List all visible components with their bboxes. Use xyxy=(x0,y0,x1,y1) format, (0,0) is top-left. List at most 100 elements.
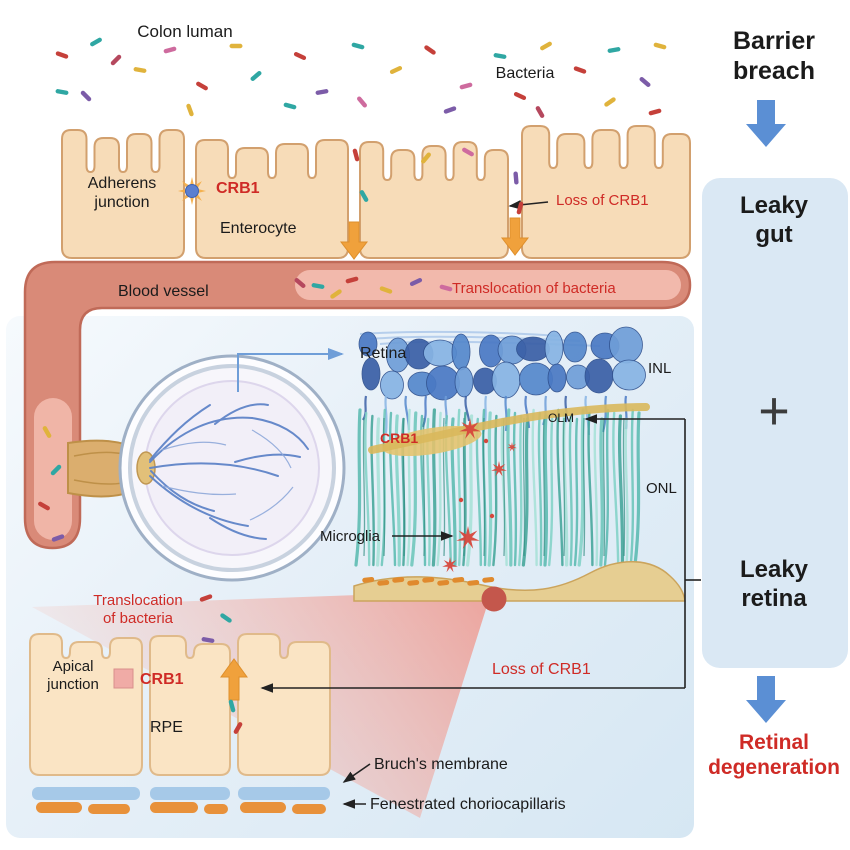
loss-of-crb1-bottom-label: Loss of CRB1 xyxy=(492,661,591,678)
microglia-cell-icon xyxy=(491,461,507,477)
bacterium-icon xyxy=(283,102,297,110)
bacterium-icon xyxy=(55,89,69,95)
bacterium-icon xyxy=(201,637,215,643)
bacterium-icon xyxy=(604,97,616,107)
enterocyte-cells xyxy=(61,125,691,259)
bacterium-icon xyxy=(90,37,102,47)
bacterium-icon xyxy=(293,51,307,61)
bacterium-icon xyxy=(459,82,473,90)
flow-arrow-down-icon xyxy=(746,676,786,723)
bacterium-icon xyxy=(639,77,651,87)
bacterium-icon xyxy=(648,108,662,116)
microglia-cell-icon xyxy=(442,557,458,573)
retina-rpe-mound xyxy=(353,561,686,602)
eye-illustration xyxy=(67,354,346,582)
blood-vessel-lumen-vertical xyxy=(34,398,72,540)
rpe-cells xyxy=(29,633,331,776)
crb1-retina-label: CRB1 xyxy=(380,430,419,446)
bacterium-icon xyxy=(409,277,423,287)
bacteria-entry-arrow-icon xyxy=(500,217,530,256)
bacteria-entry-arrow-up-icon xyxy=(220,658,248,701)
rpe-cell xyxy=(237,633,331,776)
apical-junction-marker-icon xyxy=(113,668,134,689)
rpe-cell xyxy=(29,633,143,776)
bacterium-icon xyxy=(540,41,552,51)
bacteria-label: Bacteria xyxy=(495,65,555,82)
microglia-label: Microglia xyxy=(320,528,381,545)
bacteria-entry-arrow-icon xyxy=(339,221,369,260)
flow-panel xyxy=(702,178,848,668)
inl-label: INL xyxy=(648,360,672,377)
connector-lines xyxy=(260,200,701,809)
bacterium-icon xyxy=(357,96,367,108)
fenestrated-choriocapillaris-label: Fenestrated choriocapillaris xyxy=(370,796,566,813)
bacterium-icon xyxy=(55,51,69,59)
enterocyte-cell xyxy=(521,125,691,259)
magnification-origin-dot xyxy=(481,586,507,612)
adherens-junction-marker xyxy=(178,177,206,205)
bacterium-icon xyxy=(199,594,213,602)
bacterium-icon xyxy=(38,501,50,511)
bacterium-icon xyxy=(359,190,369,202)
microglia-cells xyxy=(442,418,517,573)
bacterium-icon xyxy=(421,152,431,164)
bacterium-icon xyxy=(80,90,92,102)
microglia-cell-icon xyxy=(507,442,517,452)
olm-band-line xyxy=(368,403,650,454)
bacterium-icon xyxy=(535,106,545,118)
leaky-retina-label: Leaky retina xyxy=(739,556,809,612)
bacterium-icon xyxy=(330,289,342,299)
bacterium-icon xyxy=(250,71,262,81)
bacterium-icon xyxy=(352,148,360,162)
crb1-bottom-label: CRB1 xyxy=(140,671,184,688)
bacterium-icon xyxy=(462,147,474,157)
bacterium-icon xyxy=(51,534,65,542)
bacteria-field xyxy=(38,37,667,734)
choriocapillaris-capsules xyxy=(36,802,326,814)
bacterium-icon xyxy=(513,171,519,185)
bacterium-icon xyxy=(351,42,365,50)
rpe-cell xyxy=(149,635,231,776)
bacterium-icon xyxy=(50,464,62,476)
bacterium-icon xyxy=(110,54,122,66)
bruchs-pointer-arrow xyxy=(342,763,371,783)
bacterium-icon xyxy=(42,426,52,438)
translocation-bottom-label: Translocation of bacteria xyxy=(93,592,183,627)
barrier-breach-label: Barrier breach xyxy=(733,27,815,85)
crb1-top-label: CRB1 xyxy=(216,180,260,197)
bacterium-icon xyxy=(315,89,329,95)
retina-rpe-dashes xyxy=(362,576,495,586)
bacterium-icon xyxy=(229,43,243,49)
colon-lumen-label: Colon luman xyxy=(137,22,233,41)
olm-label: OLM xyxy=(548,411,575,425)
enterocyte-cell xyxy=(195,139,349,259)
flow-arrow-down-icon xyxy=(746,100,786,147)
bacterium-icon xyxy=(379,286,393,294)
retinal-degeneration-label: Retinal degeneration xyxy=(708,731,840,780)
loss-of-crb1-top-label: Loss of CRB1 xyxy=(556,192,649,209)
bacterium-icon xyxy=(196,81,208,91)
bacterium-icon xyxy=(133,67,147,73)
onl-label: ONL xyxy=(646,480,677,497)
enterocyte-cell xyxy=(359,141,509,259)
bacterium-icon xyxy=(653,42,667,50)
bacterium-icon xyxy=(220,613,232,623)
apical-junction-label: Apical junction xyxy=(47,658,99,693)
retina-label: Retina xyxy=(360,345,407,362)
bacterium-icon xyxy=(439,284,453,292)
adherens-junction-label: Adherens junction xyxy=(87,175,157,212)
enterocyte-label: Enterocyte xyxy=(220,220,297,237)
microglia-cell-icon xyxy=(459,418,481,439)
bacterium-icon xyxy=(493,53,507,59)
bacterium-icon xyxy=(345,276,359,284)
leaky-gut-label: Leaky gut xyxy=(739,192,809,248)
retina-pointer-line xyxy=(237,348,344,392)
blood-vessel-label: Blood vessel xyxy=(118,283,209,300)
bacterium-icon xyxy=(424,45,436,55)
loss-of-crb1-top-arrow xyxy=(508,200,549,210)
bacterium-icon xyxy=(186,103,194,117)
bacterium-icon xyxy=(163,46,177,54)
bacterium-icon xyxy=(389,65,403,75)
